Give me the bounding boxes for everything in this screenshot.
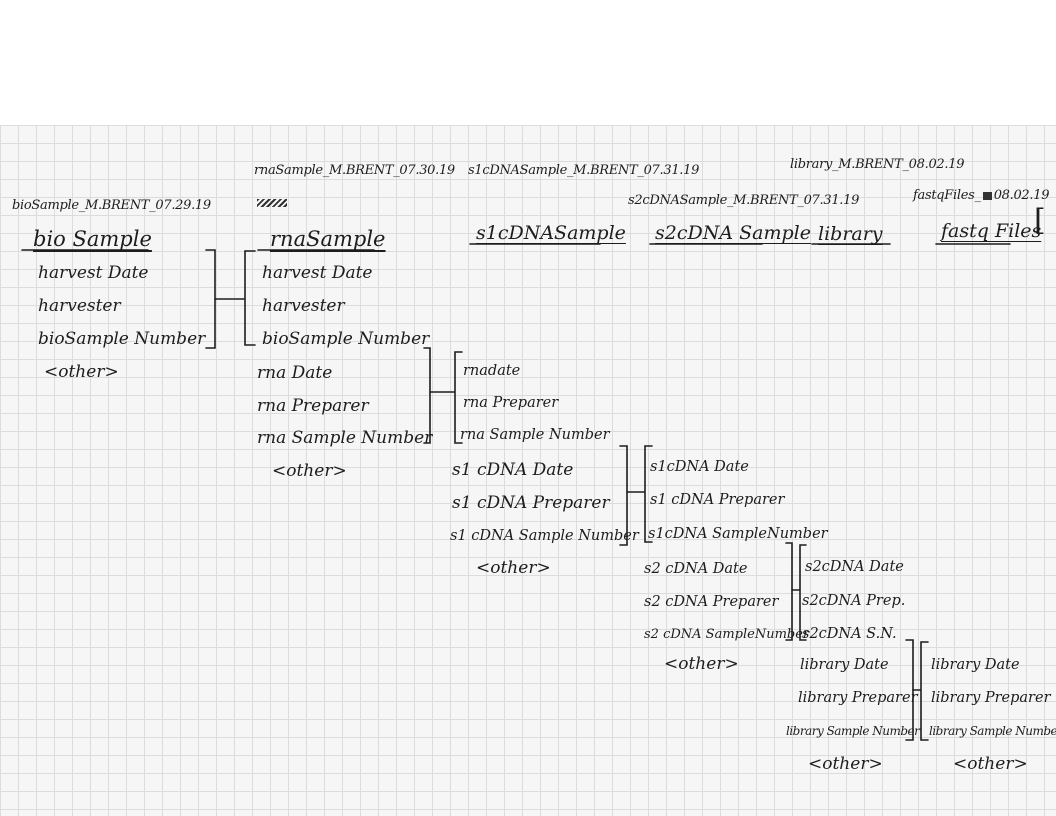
bracket-right [423,347,431,444]
s1-field: s1 cDNA Preparer [452,493,610,513]
fastq-field-other: <other> [953,754,1028,774]
header-rna-sample: rnaSample [270,227,386,251]
bio-field-other: <other> [44,362,119,382]
scribble-mark [982,191,992,200]
bracket-left [244,250,256,346]
s1-inherited-field: rnadate [463,363,521,379]
filename-s2cdnasample: s2cDNASample_M.BRENT_07.31.19 [628,193,860,208]
header-library: library [818,223,883,245]
bracket-left [644,445,653,543]
library-inherited-field: s2cDNA Date [805,559,904,575]
bracket-right [619,445,628,546]
scribble-mark [257,199,287,207]
rna-inherited-field: harvest Date [262,263,373,283]
library-field: library Date [800,657,889,673]
bio-field: harvester [38,296,121,316]
s1-inherited-field: rna Preparer [463,395,559,411]
bio-field: bioSample Number [38,329,206,349]
fastq-inherited-field: library Preparer [931,690,1051,706]
fastq-inherited-field: library Date [931,657,1020,673]
library-field: library Preparer [798,690,918,706]
bracket-left [799,544,807,641]
header-fastq-files: fastq Files [941,220,1042,242]
bracket-right [205,249,216,349]
bracket-right [785,542,793,641]
s1-inherited-field: rna Sample Number [460,427,610,443]
library-field: library Sample Number [786,724,920,738]
partial-bracket: [ [1034,203,1046,238]
filename-rnasample: rnaSample_M.BRENT_07.30.19 [254,163,455,178]
library-field-other: <other> [808,754,883,774]
header-s2cdna-sample: s2cDNA Sample [655,222,811,244]
header-bio-sample: bio Sample [33,227,152,251]
s2-field-other: <other> [664,654,739,674]
rna-inherited-field: bioSample Number [262,329,430,349]
bracket-left [454,351,463,444]
bracket-right [905,639,914,741]
fastq-inherited-field: library Sample Number [929,724,1056,738]
s2-inherited-field: s1cDNA SampleNumber [648,526,828,542]
rna-field: rna Date [257,363,333,383]
filename-fastqfiles: fastqFiles_08.02.19 [913,188,1050,203]
s2-field: s2 cDNA Preparer [644,594,779,610]
s2-field: s2 cDNA Date [644,561,748,577]
s2-inherited-field: s1 cDNA Preparer [650,492,785,508]
rna-field: rna Preparer [257,396,369,416]
filename-biosample: bioSample_M.BRENT_07.29.19 [12,198,211,213]
notebook-paper [0,125,1056,816]
rna-field: rna Sample Number [257,428,433,448]
library-inherited-field: s2cDNA Prep. [802,593,906,609]
header-s1cdna-sample: s1cDNASample [476,222,626,244]
s2-inherited-field: s1cDNA Date [650,459,749,475]
rna-field-other: <other> [272,461,347,481]
s2-field: s2 cDNA SampleNumber [644,627,810,642]
s1-field-other: <other> [476,558,551,578]
library-inherited-field: s2cDNA S.N. [802,626,897,642]
bracket-left [920,641,929,741]
filename-library: library_M.BRENT_08.02.19 [790,157,965,172]
bio-field: harvest Date [38,263,149,283]
rna-inherited-field: harvester [262,296,345,316]
s1-field: s1 cDNA Sample Number [450,528,639,544]
s1-field: s1 cDNA Date [452,460,574,480]
filename-s1cdnasample: s1cDNASample_M.BRENT_07.31.19 [468,163,700,178]
